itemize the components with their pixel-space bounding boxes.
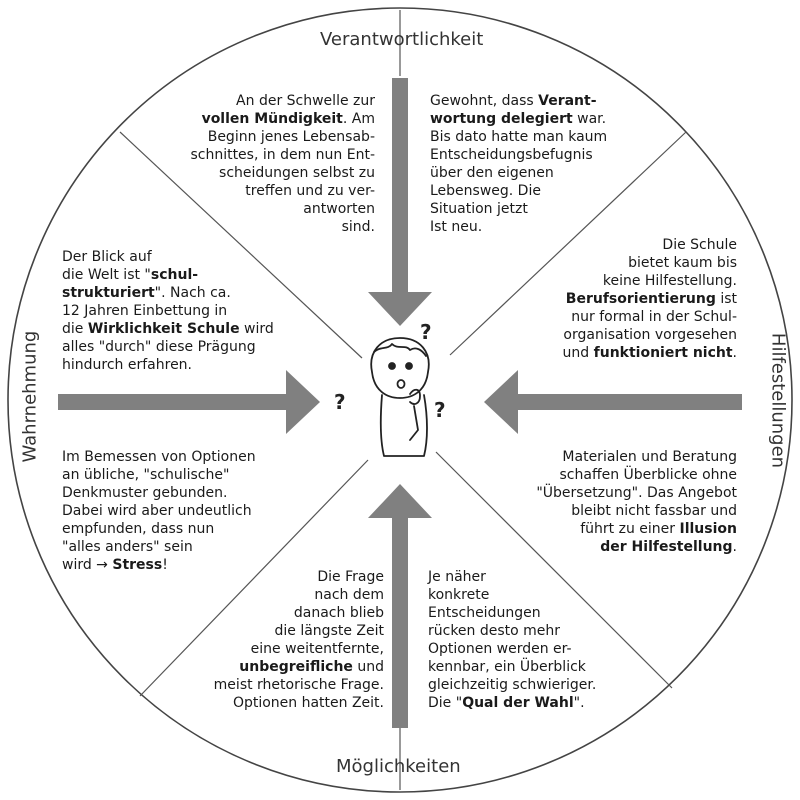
body-text: ". — [573, 695, 585, 711]
emphasis-text: Verant- wortung delegiert — [430, 93, 597, 127]
body-text: war. Bis dato hatte man kaum Entscheidun… — [430, 111, 608, 235]
body-text: ist nur formal in der Schul- organisatio… — [562, 291, 737, 361]
divider-top-right — [449, 131, 687, 356]
segment-top-right: Gewohnt, dass Verant- wortung delegiert … — [430, 92, 660, 236]
label-right: Hilfestellungen — [767, 332, 789, 469]
arrow-up — [368, 484, 432, 728]
body-text: Gewohnt, dass — [430, 93, 539, 109]
arrow-right — [58, 370, 320, 434]
body-text: Materialen und Beratung schaffen Überbli… — [536, 449, 737, 537]
body-text: und meist rhetorische Frage. Optionen ha… — [213, 659, 384, 711]
confused-person-icon — [370, 337, 430, 457]
emphasis-text: funktioniert nicht — [593, 345, 733, 361]
body-text: Die Schule bietet kaum bis keine Hilfest… — [602, 237, 737, 289]
label-top: Verantwortlichkeit — [320, 29, 484, 50]
segment-left-lower: Im Bemessen von Optionen an übliche, "sc… — [62, 448, 302, 574]
segment-left-upper: Der Blick auf die Welt ist "schul- struk… — [62, 248, 302, 374]
question-mark-2: ? — [334, 390, 346, 414]
divider-bottom-left — [139, 459, 369, 697]
question-mark-3: ? — [434, 398, 446, 422]
emphasis-text: Stress — [112, 557, 163, 573]
outer-circle — [7, 7, 793, 793]
body-text: ". Nach ca. 12 Jahren Einbettung in die — [62, 285, 231, 337]
body-text: ! — [162, 557, 168, 573]
arrow-down — [368, 78, 432, 326]
body-text: . Am Beginn jenes Lebensab- schnittes, i… — [190, 111, 375, 235]
label-bottom: Möglichkeiten — [336, 756, 461, 777]
label-left: Wahrnehmung — [19, 330, 41, 463]
body-text: wird alles "durch" diese Prägung hindurc… — [62, 321, 274, 373]
emphasis-text: unbegreifliche — [239, 659, 353, 675]
body-text: Der Blick auf die Welt ist " — [62, 249, 152, 283]
segment-bottom-right: Je näher konkrete Entscheidungen rücken … — [428, 568, 658, 712]
divider-bottom-right — [435, 451, 673, 689]
arrows — [58, 78, 742, 728]
emphasis-text: Berufsorientierung — [565, 291, 716, 307]
body-text: An der Schwelle zur — [236, 93, 375, 109]
body-text: . — [732, 345, 737, 361]
emphasis-text: schul- strukturiert — [62, 267, 199, 301]
body-text: Im Bemessen von Optionen an übliche, "sc… — [62, 449, 256, 573]
emphasis-text: Wirklichkeit Schule — [87, 321, 240, 337]
segment-bottom-left: Die Frage nach dem danach blieb die läng… — [160, 568, 384, 712]
emphasis-text: vollen Mündigkeit — [201, 111, 343, 127]
divider-top-left — [119, 131, 363, 359]
body-text: . — [732, 539, 737, 555]
segment-right-upper: Die Schule bietet kaum bis keine Hilfest… — [505, 236, 737, 362]
segment-top-left: An der Schwelle zur vollen Mündigkeit. A… — [150, 92, 375, 236]
body-text: Je näher konkrete Entscheidungen rücken … — [428, 569, 597, 711]
emphasis-text: Illusion der Hilfestellung — [600, 521, 737, 555]
body-text: Die Frage nach dem danach blieb die läng… — [250, 569, 384, 657]
emphasis-text: Qual der Wahl — [462, 695, 574, 711]
segment-right-lower: Materialen und Beratung schaffen Überbli… — [500, 448, 737, 556]
question-mark-1: ? — [420, 320, 432, 344]
arrow-left — [484, 370, 742, 434]
